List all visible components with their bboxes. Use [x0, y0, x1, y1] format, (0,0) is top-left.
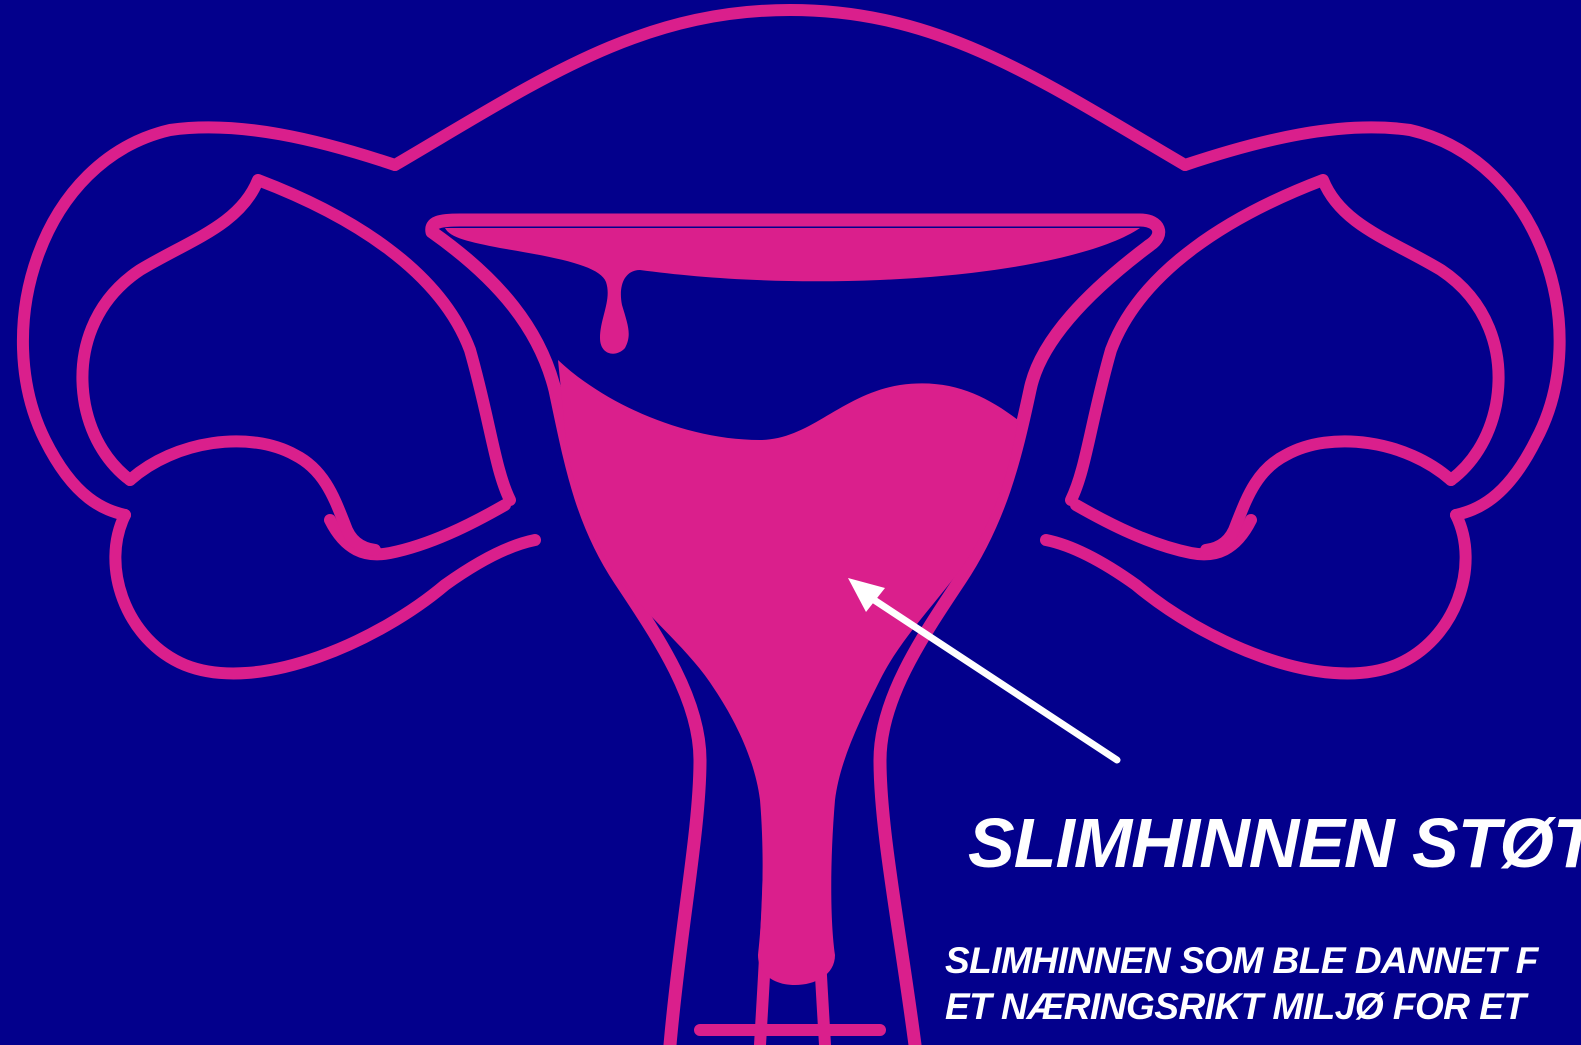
- left-outer-loop: [23, 127, 395, 515]
- body-line-2: ET NÆRINGSRIKT MILJØ FOR ET: [945, 984, 1538, 1030]
- uterus-upper-arch: [395, 10, 1185, 165]
- left-ovary: [115, 441, 535, 673]
- right-outer-loop: [1185, 127, 1560, 515]
- body-line-1: SLIMHINNEN SOM BLE DANNET F: [945, 938, 1538, 984]
- right-ovary: [1046, 441, 1466, 673]
- lining-top-band: [445, 228, 1140, 354]
- slide-body-text: SLIMHINNEN SOM BLE DANNET F ET NÆRINGSRI…: [945, 938, 1538, 1030]
- endometrium: [558, 360, 1018, 985]
- slide-heading: SLIMHINNEN STØT: [968, 808, 1581, 878]
